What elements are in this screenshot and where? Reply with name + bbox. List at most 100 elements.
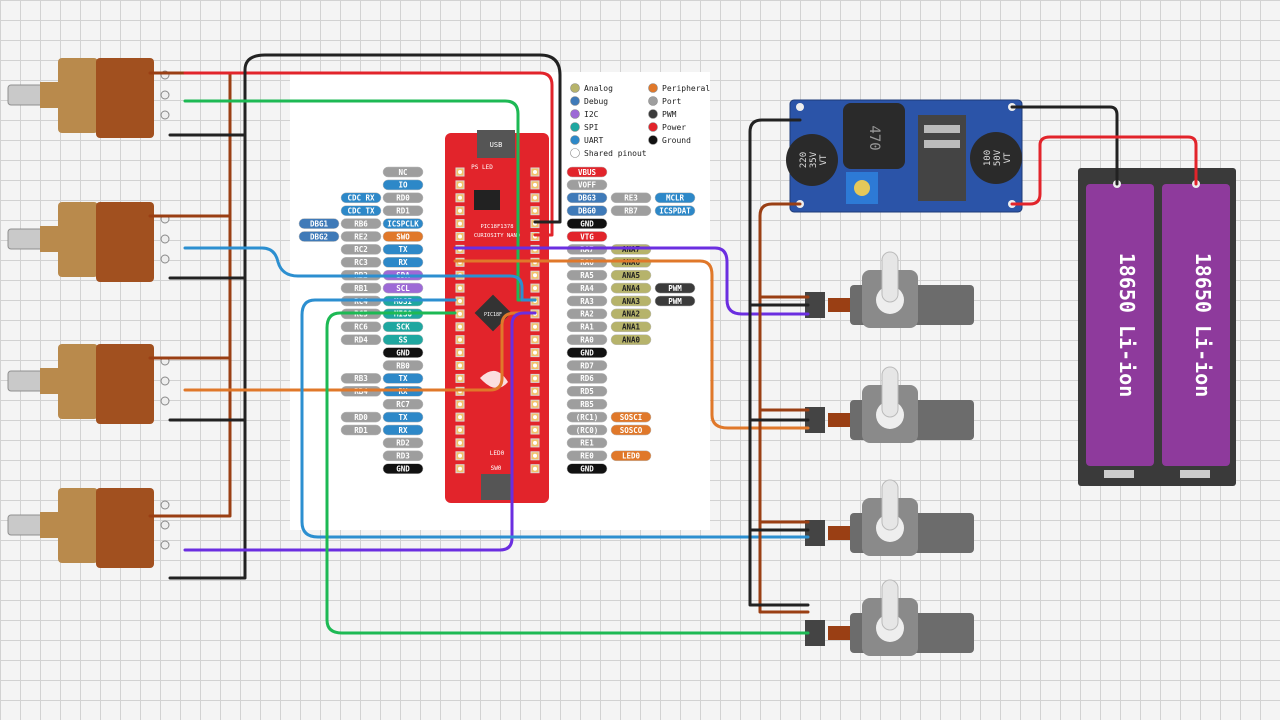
pin-label: SOSCI [610, 411, 652, 423]
pot-bushing [40, 512, 62, 538]
pot-pin-2[interactable] [160, 376, 170, 386]
pin-label: RB1 [340, 282, 382, 294]
pot-pin-3[interactable] [160, 540, 170, 550]
legend-label: SPI [584, 123, 599, 132]
board-title-line1: PIC18F1378 [480, 224, 513, 230]
pin-label-text: DBG3 [578, 194, 597, 203]
servo-2[interactable] [805, 366, 974, 443]
pin-label: DBG0 [566, 205, 608, 216]
pin-hole [458, 221, 462, 226]
wire-green-pot1[interactable] [183, 99, 537, 302]
pin-label-pill [382, 218, 424, 229]
pin-label-pill [340, 411, 382, 423]
pin-label-text: (RC0) [576, 426, 599, 435]
servo-horn[interactable] [881, 479, 899, 531]
servo-horn[interactable] [881, 251, 899, 303]
pin-label-pill [610, 411, 652, 423]
pin-label-text: RE3 [624, 194, 638, 203]
pot-housing [58, 58, 98, 133]
wire-power-red[interactable] [183, 71, 554, 237]
wire-pot-ground[interactable] [168, 133, 247, 580]
pin-label: ANA3 [610, 295, 652, 307]
servo-connector[interactable] [805, 407, 825, 433]
pin-hole [458, 363, 462, 368]
wire-orange-servo2[interactable] [453, 259, 810, 430]
pin-label: TX [382, 373, 424, 384]
wire-servo-brown-rail[interactable] [758, 202, 810, 614]
pin-label: PWM [654, 295, 696, 307]
servo-3[interactable] [805, 479, 974, 556]
pin-label-text: RB7 [624, 207, 638, 216]
wire-green-servo4[interactable] [325, 311, 810, 635]
servo-horn[interactable] [881, 366, 899, 418]
battery-cell-1-label: 18650 Li-ion [1115, 253, 1139, 398]
pot-housing [58, 202, 98, 277]
pin-label-pill [610, 424, 652, 436]
wire-orange-pot3[interactable] [183, 311, 537, 392]
servo-horn[interactable] [881, 579, 899, 631]
legend-swatch [648, 96, 658, 106]
wire-ground-black[interactable] [243, 53, 562, 224]
pin-hole [533, 273, 537, 278]
pin-label-text: RA5 [580, 271, 594, 280]
servo-connector[interactable] [805, 620, 825, 646]
pin-label-pill [654, 295, 696, 307]
servo-connector[interactable] [805, 292, 825, 318]
pin-label: RD1 [382, 205, 424, 216]
pin-label-text: TX [398, 374, 408, 383]
sw0-button[interactable] [481, 474, 511, 500]
trim-screw[interactable] [854, 180, 870, 196]
pin-label-text: MCLR [666, 194, 685, 203]
pin-label-pill [566, 360, 608, 371]
pin-label: PWM [654, 282, 696, 294]
battery-pack[interactable]: 18650 Li-ion 18650 Li-ion [1078, 168, 1236, 486]
wire-blue-servo3[interactable] [300, 298, 810, 539]
servo-1[interactable] [805, 251, 974, 328]
pin-label-text: DBG2 [310, 232, 328, 241]
pin-label-text: RE2 [354, 232, 368, 241]
wire-pot-rail[interactable] [148, 71, 232, 518]
potentiometer-3[interactable] [7, 344, 170, 424]
wire-purple-pot4[interactable] [183, 311, 537, 552]
pin-label: TX [382, 411, 424, 423]
pin-label-text: RE1 [580, 439, 594, 448]
wire-battery-positive[interactable] [1010, 135, 1198, 206]
pin-hole [533, 389, 537, 394]
wire-purple-servo1[interactable] [453, 246, 810, 316]
pot-pin-2[interactable] [160, 234, 170, 244]
legend-label: Ground [662, 136, 691, 145]
pin-label: RD7 [566, 360, 608, 371]
potentiometer-1[interactable] [7, 58, 170, 138]
buck-pad-in-plus[interactable] [796, 103, 804, 111]
wire-servo-black-rail[interactable] [748, 118, 810, 607]
pin-label-text: RD2 [396, 439, 410, 448]
potentiometer-2[interactable] [7, 202, 170, 282]
pot-pin-2[interactable] [160, 520, 170, 530]
curiosity-nano-board[interactable]: USB PS LED PIC18F1378 CURIOSITY NANO PIC… [445, 130, 549, 503]
pin-label-pill [610, 192, 652, 204]
pin-hole [533, 195, 537, 200]
pot-housing [58, 488, 98, 563]
board-title-line2: CURIOSITY NANO [474, 233, 520, 239]
pin-label: SCK [382, 321, 424, 333]
buck-converter-module[interactable]: 220 35V VT 470 100 50V VT [786, 99, 1023, 213]
wire-blue-pot2[interactable] [183, 246, 537, 302]
pin-label-pill [340, 231, 382, 242]
servo-connector[interactable] [805, 520, 825, 546]
pin-label-pill [566, 398, 608, 410]
servo-4[interactable] [805, 579, 974, 656]
pin-label-pill [566, 308, 608, 320]
wire-battery-negative[interactable] [1010, 105, 1119, 186]
pot-pin-1[interactable] [160, 500, 170, 510]
pot-pin-3[interactable] [160, 254, 170, 264]
pot-pin-3[interactable] [160, 110, 170, 120]
pot-pin-3[interactable] [160, 396, 170, 406]
pin-hole [458, 440, 462, 445]
pin-label: RD0 [340, 411, 382, 423]
potentiometer-4[interactable] [7, 488, 170, 568]
legend-label: UART [584, 136, 603, 145]
pot-pin-2[interactable] [160, 90, 170, 100]
pin-label-pill [340, 218, 382, 229]
